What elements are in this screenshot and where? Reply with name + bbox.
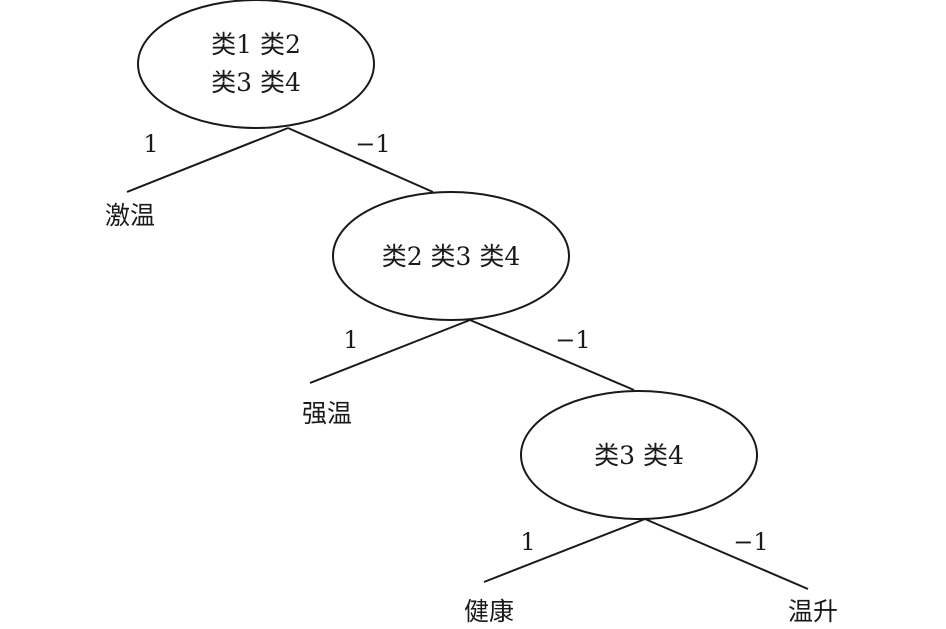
leaf-label-3: 健康 xyxy=(464,597,514,626)
low-node-label: 类3 类4 xyxy=(594,441,684,470)
leaf-label-2: 强温 xyxy=(302,399,352,428)
leaf-label-4: 温升 xyxy=(788,597,838,626)
mid-node-label: 类2 类3 类4 xyxy=(382,242,521,271)
edge-low-left xyxy=(483,518,646,583)
edge-root-right xyxy=(287,127,434,193)
edge-root-left xyxy=(126,127,289,193)
root-node xyxy=(137,0,375,129)
edge-label-root-right: −1 xyxy=(355,130,390,158)
mid-node xyxy=(332,191,570,321)
edge-mid-left xyxy=(309,319,471,384)
edge-low-right xyxy=(644,518,809,590)
edge-label-low-left: 1 xyxy=(520,528,535,556)
edge-mid-right xyxy=(469,319,635,391)
low-node xyxy=(520,390,758,520)
root-node-label-line2: 类3 类4 xyxy=(211,68,301,97)
edge-label-mid-right: −1 xyxy=(555,326,590,354)
edge-label-mid-left: 1 xyxy=(343,326,358,354)
leaf-label-1: 激温 xyxy=(105,201,155,230)
edge-label-low-right: −1 xyxy=(733,528,768,556)
root-node-label-line1: 类1 类2 xyxy=(211,30,301,59)
edge-label-root-left: 1 xyxy=(143,130,158,158)
